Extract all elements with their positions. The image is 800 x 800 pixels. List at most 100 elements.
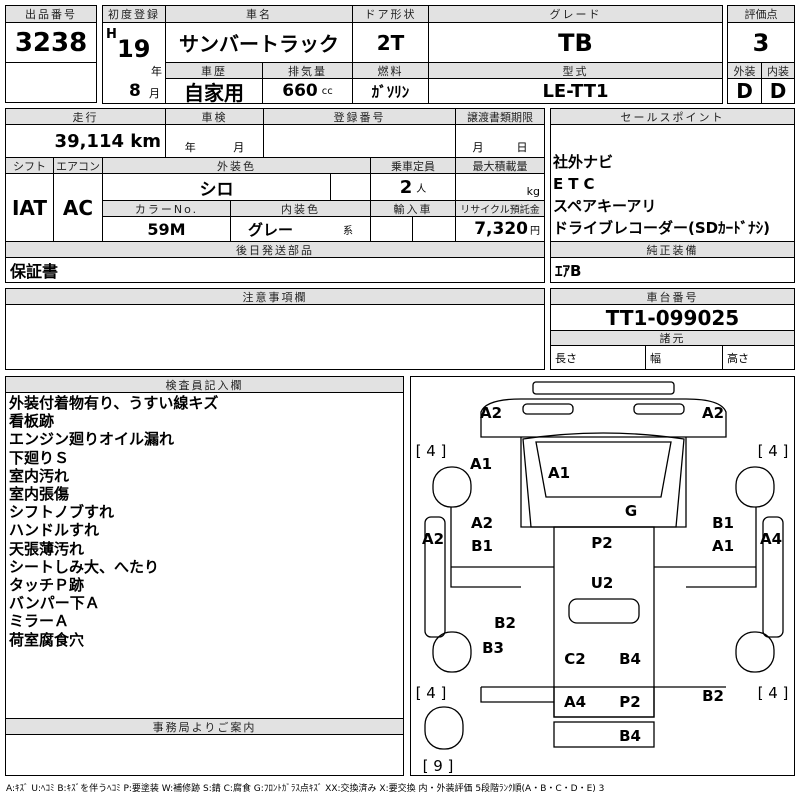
damage-mark: A1: [469, 455, 493, 473]
damage-mark: A2: [479, 404, 503, 422]
month-unit: 月: [149, 87, 160, 100]
color-no: 59M: [102, 216, 231, 242]
damage-mark: A1: [711, 537, 735, 555]
max-load-label: 最大積載量: [455, 157, 545, 174]
damage-mark: A2: [421, 530, 445, 548]
inspector-note: タッチＰ跡: [9, 576, 85, 595]
import-a: [370, 216, 413, 242]
sales-point: ドライブレコーダー(SDｶｰﾄﾞﾅｼ): [553, 219, 770, 237]
inspector-note: エンジン廻りオイル漏れ: [9, 430, 175, 449]
inspector-note: 荷室腐食穴: [9, 630, 85, 649]
max-load-unit: kg: [455, 173, 545, 201]
damage-diagram: A2 A2 [ 4 ] [ 4 ] A1 A1 G A2 B1 A2 B1 P2…: [410, 376, 795, 776]
damage-mark: [ 4 ]: [757, 684, 789, 702]
damage-mark: A4: [563, 693, 587, 711]
later-parts: 保証書: [5, 257, 545, 283]
lot-label: 出品番号: [5, 5, 97, 23]
history-label: 車歴: [165, 62, 263, 79]
damage-mark: B4: [619, 727, 641, 745]
int-color-unit: 系: [343, 225, 353, 237]
inspector-note: シフトノブすれ: [9, 503, 115, 522]
car-name: サンバートラック: [165, 22, 353, 63]
damage-mark: [ 4 ]: [415, 442, 447, 460]
grade: TB: [428, 22, 723, 63]
fuel-label: 燃料: [352, 62, 429, 79]
score: 3: [727, 22, 795, 63]
inspection-label: 車検: [165, 108, 264, 125]
legend: A:ｷｽﾞ U:ﾍｺﾐ B:ｷｽﾞを伴うﾍｺﾐ P:要塗装 W:補修跡 S:錆 …: [6, 784, 605, 794]
inspector-label: 検査員記入欄: [5, 376, 404, 393]
year-unit: 年: [151, 65, 162, 78]
reg-year: 19: [117, 35, 151, 63]
shift-label: シフト: [5, 157, 54, 174]
damage-mark: B1: [471, 537, 493, 555]
damage-mark: A2: [701, 404, 725, 422]
import-label: 輸入車: [370, 200, 456, 217]
inspector-note: 天張薄汚れ: [9, 539, 85, 558]
damage-mark: B2: [702, 687, 724, 705]
damage-mark: B2: [494, 614, 516, 632]
color-no-label: カラーNo.: [102, 200, 231, 217]
inspector-note: 室内汚れ: [9, 466, 70, 485]
damage-mark: B1: [712, 514, 734, 532]
damage-mark: A1: [547, 464, 571, 482]
length-label: 長さ: [550, 345, 646, 370]
damage-mark: B3: [482, 639, 504, 657]
mileage: 39,114 km: [5, 124, 166, 158]
ext-color-extra: [330, 173, 371, 201]
fuel: ｶﾞｿﾘﾝ: [352, 78, 429, 104]
genuine-equipment: ｴｱB: [550, 257, 795, 283]
notes-label: 注意事項欄: [5, 288, 545, 305]
lot-number: 3238: [5, 22, 97, 63]
transfer-day-unit: 日: [516, 141, 528, 154]
capacity: 2: [399, 176, 413, 198]
lot-empty: [5, 62, 97, 103]
plate-label: 登録番号: [263, 108, 456, 125]
transfer-label: 譲渡書類期限: [455, 108, 545, 125]
yen-unit: 円: [530, 225, 540, 237]
grade-label: グレード: [428, 5, 723, 23]
history: 自家用: [165, 78, 263, 104]
inspector-note: ハンドルすれ: [9, 521, 100, 540]
capacity-unit: 人: [416, 183, 427, 195]
damage-mark: U2: [590, 574, 614, 592]
door-label: ドア形状: [352, 5, 429, 23]
damage-mark: [ 4 ]: [415, 684, 447, 702]
inspector-note: 下廻りＳ: [9, 448, 70, 467]
inspector-note: 室内張傷: [9, 485, 70, 504]
shift: IAT: [5, 173, 54, 242]
insp-month-unit: 月: [233, 141, 245, 154]
reg-date: H 19 年 8 月: [102, 22, 166, 104]
reg-label: 初度登録: [102, 5, 166, 23]
insp-year-unit: 年: [184, 141, 196, 154]
inspector-note: ミラーＡ: [9, 612, 70, 631]
damage-mark: G: [624, 502, 638, 520]
int-score-label: 内装: [761, 62, 795, 79]
mileage-label: 走行: [5, 108, 166, 125]
sales-point: 社外ナビ: [553, 153, 614, 171]
car-name-label: 車名: [165, 5, 353, 23]
capacity-label: 乗車定員: [370, 157, 456, 174]
int-score: D: [761, 78, 795, 104]
later-parts-label: 後日発送部品: [5, 241, 545, 258]
model-label: 型式: [428, 62, 723, 79]
import-b: [412, 216, 456, 242]
inspector-notes: 外装付着物有り、うすい線キズ 看板跡 エンジン廻りオイル漏れ 下廻りＳ 室内汚れ…: [9, 394, 218, 649]
int-color-label: 内装色: [230, 200, 371, 217]
damage-mark: B4: [619, 650, 641, 668]
width-label: 幅: [645, 345, 723, 370]
score-label: 評価点: [727, 5, 795, 23]
ext-color-label: 外装色: [102, 157, 371, 174]
damage-mark: P2: [591, 534, 613, 552]
notes-body: [5, 304, 545, 370]
door-type: 2T: [352, 22, 429, 63]
plate-value: [263, 124, 456, 158]
truck-outline: [424, 381, 784, 750]
displacement-label: 排気量: [262, 62, 353, 79]
recycle-fee: 7,320: [474, 219, 528, 239]
sales-points: 社外ナビ ETC スペアキーアリ ドライブレコーダー(SDｶｰﾄﾞﾅｼ): [550, 124, 795, 242]
chassis-number: TT1-099025: [550, 304, 795, 331]
ac-label: エアコン: [53, 157, 103, 174]
sales-point: ETC: [553, 175, 600, 193]
sales-point: スペアキーアリ: [553, 197, 657, 215]
